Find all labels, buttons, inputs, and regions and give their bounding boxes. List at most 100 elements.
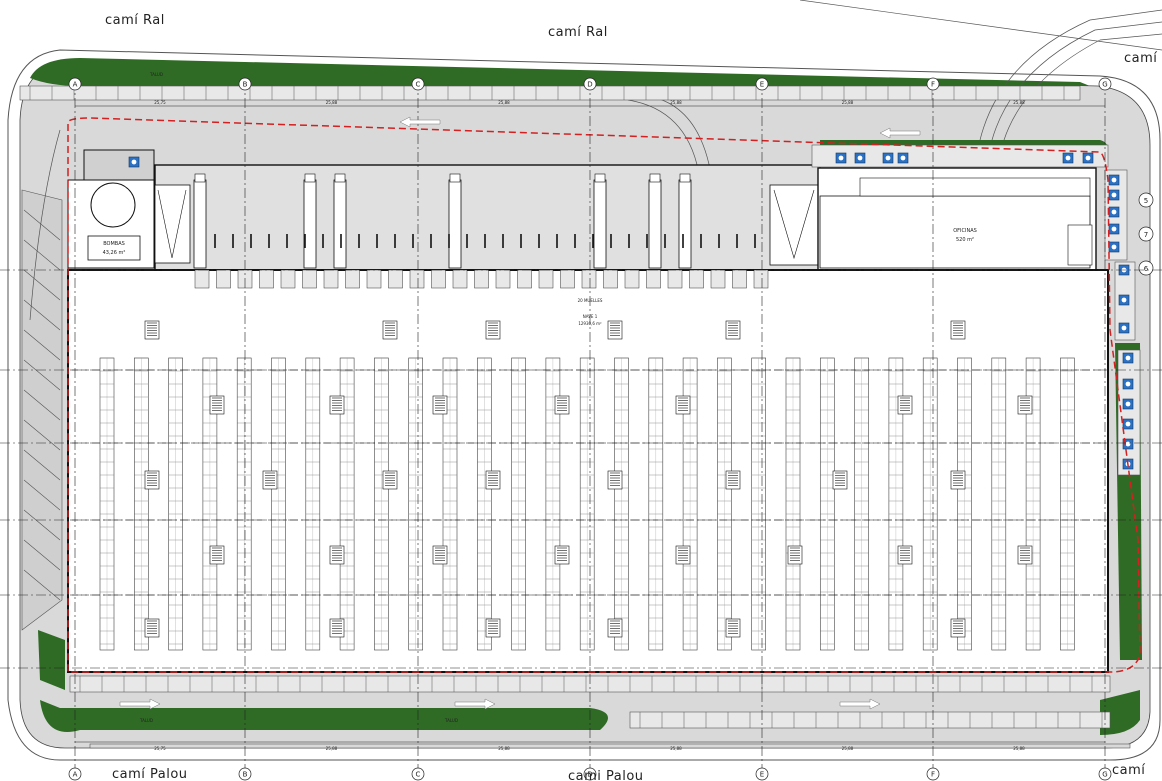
dock-pillars xyxy=(193,173,692,269)
stair-icon xyxy=(607,320,623,340)
dock-leveller xyxy=(193,179,207,269)
bay-dimension: 25,88 xyxy=(842,746,854,751)
dock-bay xyxy=(517,269,532,289)
dock-bay xyxy=(624,269,640,289)
stair-icon xyxy=(607,470,623,490)
stair-icon xyxy=(262,470,278,490)
stair-icon xyxy=(485,470,501,490)
stair-icon xyxy=(675,545,691,565)
bay-dimension: 25,88 xyxy=(1013,100,1025,105)
bay-dimension: 25,75 xyxy=(154,100,166,105)
stair-icon xyxy=(144,618,160,638)
dock-bay xyxy=(603,269,618,289)
parking-numbers: 5 7 6 xyxy=(1138,192,1154,276)
accessible-symbol xyxy=(1125,401,1131,407)
accessible-symbol xyxy=(1125,381,1131,387)
dock-leveller xyxy=(333,179,347,269)
accessible-symbol xyxy=(1125,421,1131,427)
grid-bubble xyxy=(583,767,597,781)
green-strip-bottom xyxy=(40,700,608,732)
parking-number: 5 xyxy=(1144,197,1148,205)
dock-bay xyxy=(366,269,382,289)
dock-bay xyxy=(194,269,210,289)
dock-bay xyxy=(560,269,575,289)
road-cami-palou-left: camí Palou xyxy=(112,767,188,781)
accessible-symbol xyxy=(1111,192,1117,198)
road-cami-ral-left: camí Ral xyxy=(105,13,165,28)
grid-letter: E xyxy=(760,81,764,89)
stair-icon xyxy=(787,545,803,565)
grid-letter: F xyxy=(931,81,935,89)
stair-icon xyxy=(897,545,913,565)
grid-letter: D xyxy=(587,81,592,89)
bay-dimension: 25,88 xyxy=(670,746,682,751)
road-cami-right-top: camí xyxy=(1124,51,1157,66)
dock-truck-icon xyxy=(304,173,316,183)
parking-number: 7 xyxy=(1144,231,1148,239)
green-strip-top xyxy=(30,58,1090,86)
stair-icon xyxy=(950,320,966,340)
grid-letter: F xyxy=(931,771,935,779)
dock-truck-icon xyxy=(334,173,346,183)
accessible-symbol xyxy=(900,155,906,161)
dock-truck-icon xyxy=(679,173,691,183)
bay-dimension: 25,88 xyxy=(498,746,510,751)
dock-bay xyxy=(581,269,597,289)
parking-number: 6 xyxy=(1144,265,1149,273)
access-road-curve xyxy=(29,0,1162,321)
grid-letter: A xyxy=(73,771,78,779)
grid-letter: B xyxy=(243,81,248,89)
accessible-symbol xyxy=(1111,244,1117,250)
grid-letter: B xyxy=(243,771,248,779)
stair-icon xyxy=(897,395,913,415)
bay-dimension: 25,88 xyxy=(670,100,682,105)
offices-label: OFICINAS xyxy=(953,228,977,234)
dock-bay xyxy=(732,269,747,289)
talud-label-bottom-center: TALUD xyxy=(444,718,458,723)
stair-icon xyxy=(725,320,741,340)
dock-bay xyxy=(689,269,704,289)
grid-letter: G xyxy=(1102,771,1107,779)
rack-stairs xyxy=(144,320,1033,638)
stair-icon xyxy=(725,618,741,638)
bay-dimension: 25,88 xyxy=(498,100,510,105)
road-cami-palou-center: cami Palou xyxy=(568,769,644,781)
dock-bay xyxy=(345,269,360,289)
dock-bay xyxy=(710,269,726,289)
stair-icon xyxy=(485,618,501,638)
bay-dimension: 25,88 xyxy=(326,100,338,105)
dock-bay xyxy=(474,269,489,289)
stair-icon xyxy=(554,395,570,415)
accessible-symbol xyxy=(131,159,137,165)
stair-icon xyxy=(329,395,345,415)
loading-dock-building xyxy=(154,164,821,271)
traffic-arrows xyxy=(119,116,921,710)
dock-bay xyxy=(323,269,339,289)
stair-icon xyxy=(485,320,501,340)
grid-letter: A xyxy=(73,81,78,89)
stair-icon xyxy=(832,470,848,490)
grid-letter: C xyxy=(416,771,421,779)
stair-icon xyxy=(675,395,691,415)
dock-truck-icon xyxy=(594,173,606,183)
dock-bay xyxy=(431,269,446,289)
dock-truck-icon xyxy=(649,173,661,183)
grid-letter: G xyxy=(1102,81,1107,89)
stair-icon xyxy=(144,470,160,490)
accessible-symbol xyxy=(1111,226,1117,232)
grid-bubble xyxy=(411,77,425,91)
road-cami-ral-center: camí Ral xyxy=(548,25,608,40)
grid-bubble xyxy=(1098,77,1112,91)
dock-bay xyxy=(538,269,554,289)
dock-bay xyxy=(667,269,683,289)
accessible-symbol xyxy=(1121,325,1127,331)
dock-bay xyxy=(409,269,425,289)
dock-doors xyxy=(214,234,756,248)
dock-truck-icon xyxy=(194,173,206,183)
stair-icon xyxy=(209,395,225,415)
stair-icon xyxy=(1017,545,1033,565)
parking-ticks xyxy=(29,86,1103,728)
